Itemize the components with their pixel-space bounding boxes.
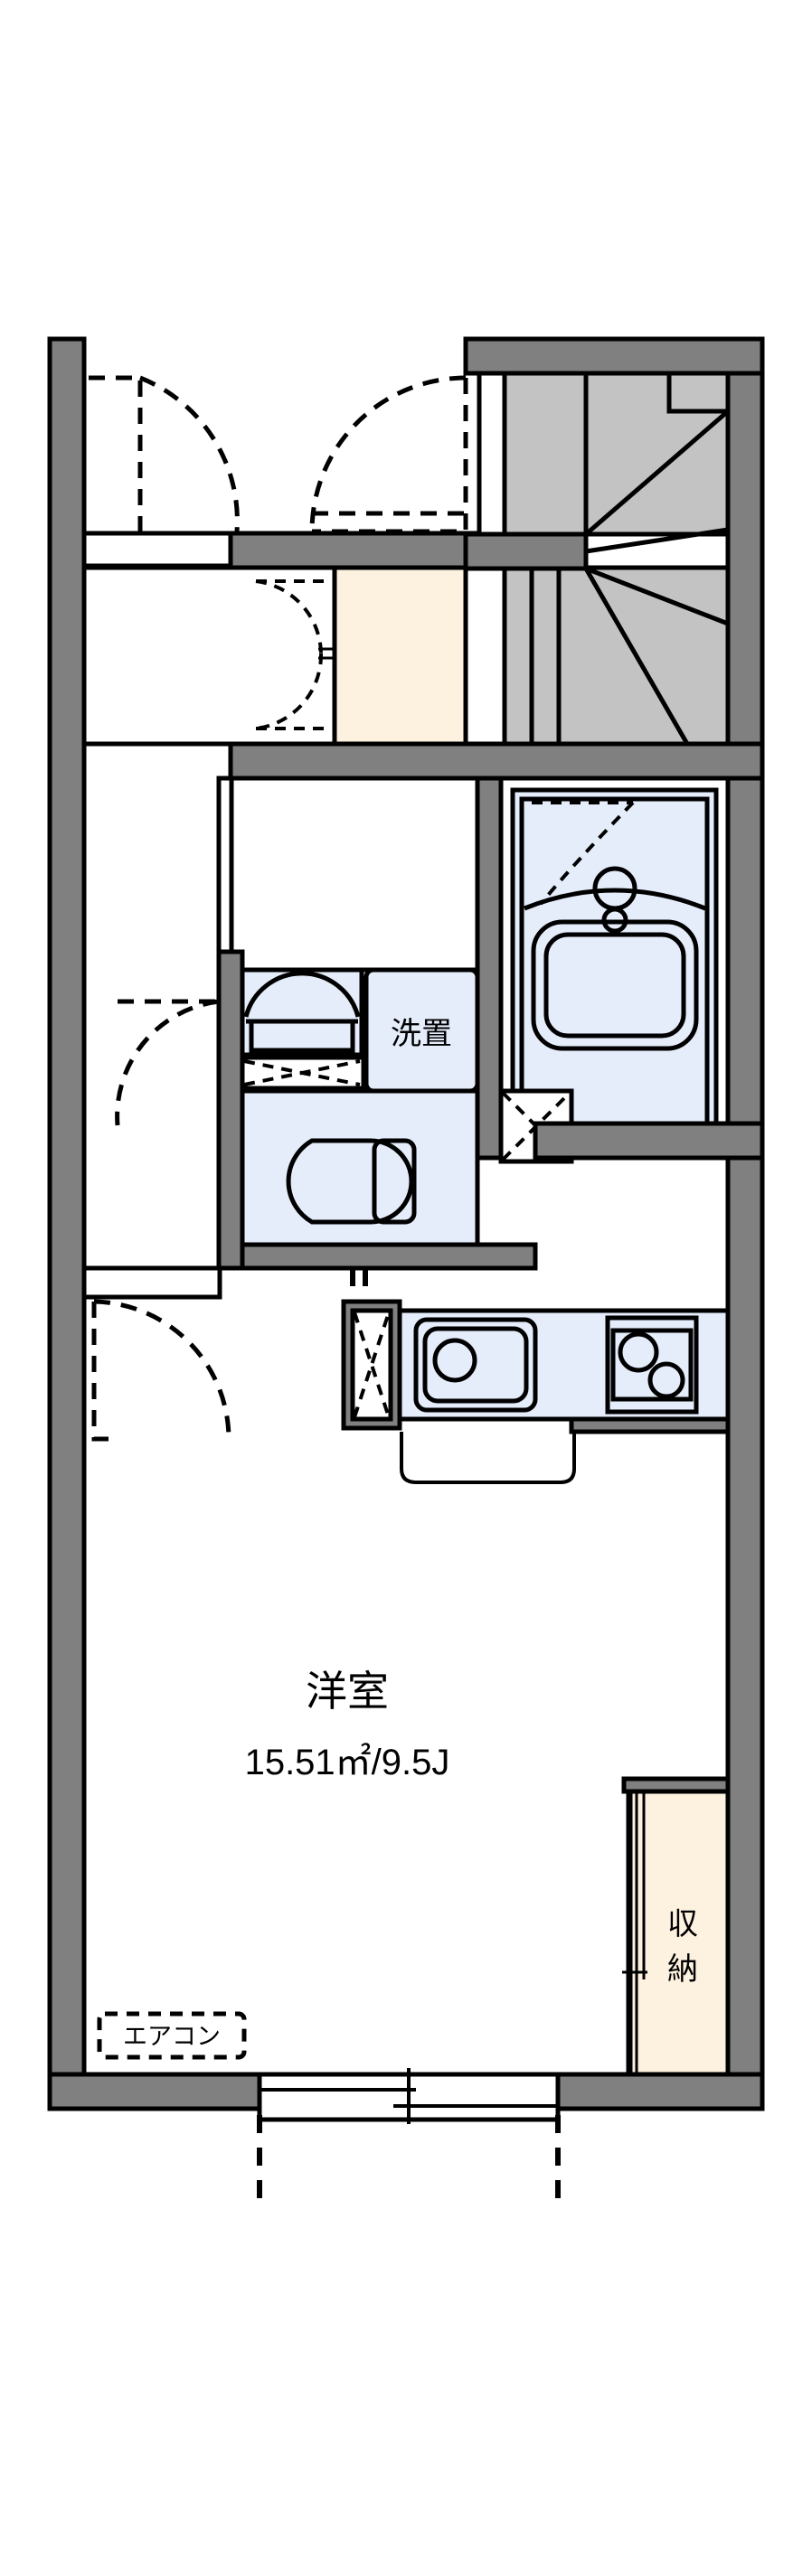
entry-hall-floor: [81, 565, 337, 747]
corridor-door-upper: [115, 999, 221, 1126]
corridor-door-lower: [91, 1299, 231, 1442]
washroom-floor-upper: [228, 776, 491, 973]
entry-closet-box: [332, 565, 468, 747]
main-room-name: 洋室: [306, 1667, 389, 1716]
wall-bath-bottom: [533, 1121, 765, 1161]
stair-newel-wall: [463, 531, 589, 571]
fridge-space-inner: [350, 1308, 393, 1422]
air-conditioner-label: エアコン: [123, 2023, 221, 2051]
bath-drain: [601, 907, 628, 934]
toilet-tank: [372, 1138, 417, 1225]
main-room-area: 15.51㎡/9.5J: [245, 1743, 450, 1782]
entry-door-opening: [81, 531, 233, 569]
toilet-fixture: [286, 1138, 417, 1225]
entry-door-swing: [89, 375, 240, 532]
stair-wall-left-gap: [477, 371, 507, 537]
sanitary-zone: 洗置: [228, 776, 765, 1271]
kitchen-counter-apron: [569, 1416, 731, 1434]
hall-door-swing: [309, 375, 468, 534]
window-dimension-ticks: [257, 2115, 561, 2205]
air-conditioner-marker: エアコン: [97, 2011, 247, 2060]
toilet-room: [228, 1088, 480, 1247]
vanity-unit: [238, 967, 366, 1091]
washing-machine-space: 洗置: [364, 967, 480, 1094]
entry-closet: [81, 565, 468, 747]
washer-place-label: 洗置: [391, 1016, 452, 1052]
wall-sanitary-bottom: [228, 1242, 538, 1271]
wall-entry-bottom: [228, 741, 765, 781]
balcony-sliding-window: [257, 2068, 561, 2124]
wall-top-right: [463, 336, 765, 376]
wall-exterior-left: [47, 336, 87, 2111]
main-closet: 収 納: [621, 1776, 731, 2077]
kitchen: [341, 1299, 731, 1484]
bathtub-inner: [543, 932, 686, 1039]
stair-winder-treads: [583, 409, 730, 746]
stair-lower-block: [502, 565, 731, 747]
stair-landing-notch: [666, 371, 731, 414]
vanity-basin: [240, 967, 364, 1058]
air-conditioner-box: [97, 2011, 247, 2060]
closet-folding-door: [255, 579, 335, 730]
main-room-labels: 洋室 15.51㎡/9.5J: [245, 1667, 450, 1782]
main-closet-label-char2: 納: [667, 1951, 698, 1988]
corridor-door-opening: [81, 1265, 222, 1300]
main-closet-sliding-door: [622, 1791, 647, 2074]
wall-washroom-left: [216, 949, 245, 1271]
kitchen-sink-drain: [432, 1338, 477, 1383]
kitchen-sink-inner: [422, 1326, 529, 1404]
bathtub-outer: [531, 919, 699, 1051]
wall-washroom-left-upper: [216, 776, 234, 954]
wall-entry-divider: [228, 531, 491, 570]
stove-burner-2: [647, 1361, 685, 1399]
stove-burner-1: [618, 1331, 659, 1373]
winder-staircase: [463, 371, 731, 747]
stove-outer: [605, 1315, 699, 1415]
main-closet-label-char1: 収: [667, 1906, 698, 1942]
wall-washroom-bath: [475, 776, 504, 1161]
kitchen-sink-outer: [413, 1317, 538, 1413]
stove-top: [610, 1328, 694, 1402]
wall-exterior-right: [725, 336, 765, 2111]
main-closet-box: [628, 1782, 731, 2077]
main-closet-top-wall: [621, 1776, 731, 1794]
